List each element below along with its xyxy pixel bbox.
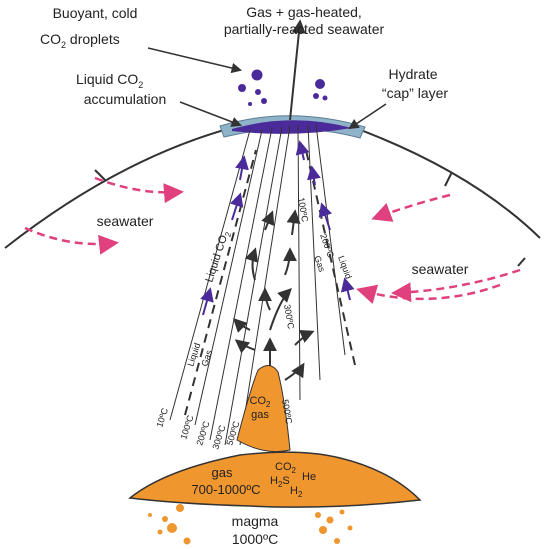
magma-bubbles xyxy=(148,504,353,545)
phase-boundaries xyxy=(184,149,356,416)
plume-co2-label: CO2 xyxy=(250,395,272,409)
top-title-line1: Gas + gas-heated, xyxy=(246,4,362,20)
seawater-right-label: seawater xyxy=(412,261,469,277)
chamber-h2s-label: H2S xyxy=(270,475,290,489)
chamber-h2-label: H2 xyxy=(290,485,303,499)
seawater-left-label: seawater xyxy=(97,213,154,229)
chamber-gas-label: gas xyxy=(212,465,233,480)
isotherm-10-label: 10ºC xyxy=(154,406,170,428)
isotherm-100-label: 100ºC xyxy=(178,413,195,440)
gas-left-label: Gas xyxy=(199,348,214,367)
hydrate-label-line1: Hydrate xyxy=(388,66,437,82)
droplets-label-line1: Buoyant, cold xyxy=(53,5,138,21)
chamber-he-label: He xyxy=(302,471,316,483)
co2-rise-arrows xyxy=(200,140,355,316)
magma-label: magma xyxy=(232,513,279,529)
liquid-co2-accumulation-label-line2: accumulation xyxy=(84,91,167,107)
seafloor-tick-left xyxy=(94,169,107,182)
seafloor-tick-right-2 xyxy=(517,257,526,267)
chamber-co2-label: CO2 xyxy=(275,461,297,475)
isotherm-200-label: 200ºC xyxy=(194,419,211,446)
hydrate-label-line2: “cap” layer xyxy=(382,85,448,101)
co2-droplets xyxy=(238,69,328,106)
magma-temp-label: 1000ºC xyxy=(232,531,278,547)
callout-lines xyxy=(147,47,387,130)
isotherm-300-label: 300ºC xyxy=(210,423,227,450)
chamber-temp-label: 700-1000ºC xyxy=(191,482,260,497)
isotherm-500-right-label: 500ºC xyxy=(280,399,294,426)
seawater-arrows xyxy=(24,176,521,305)
droplets-label-line2: CO2 droplets xyxy=(40,31,120,50)
isotherm-100-right-label: 100ºC xyxy=(296,197,310,224)
magma-chamber xyxy=(128,451,422,508)
isotherm-300-right-label: 300ºC xyxy=(282,304,296,331)
plume-gas-label: gas xyxy=(251,409,269,421)
top-title-line2: partially-reacted seawater xyxy=(224,21,385,37)
liquid-right-label: Liquid xyxy=(336,254,354,280)
seafloor-dome-line xyxy=(4,119,541,249)
liquid-co2-accumulation-label-line1: Liquid CO2 xyxy=(76,71,143,90)
isotherm-lines xyxy=(169,124,346,446)
seafloor-tick-right xyxy=(444,171,453,187)
